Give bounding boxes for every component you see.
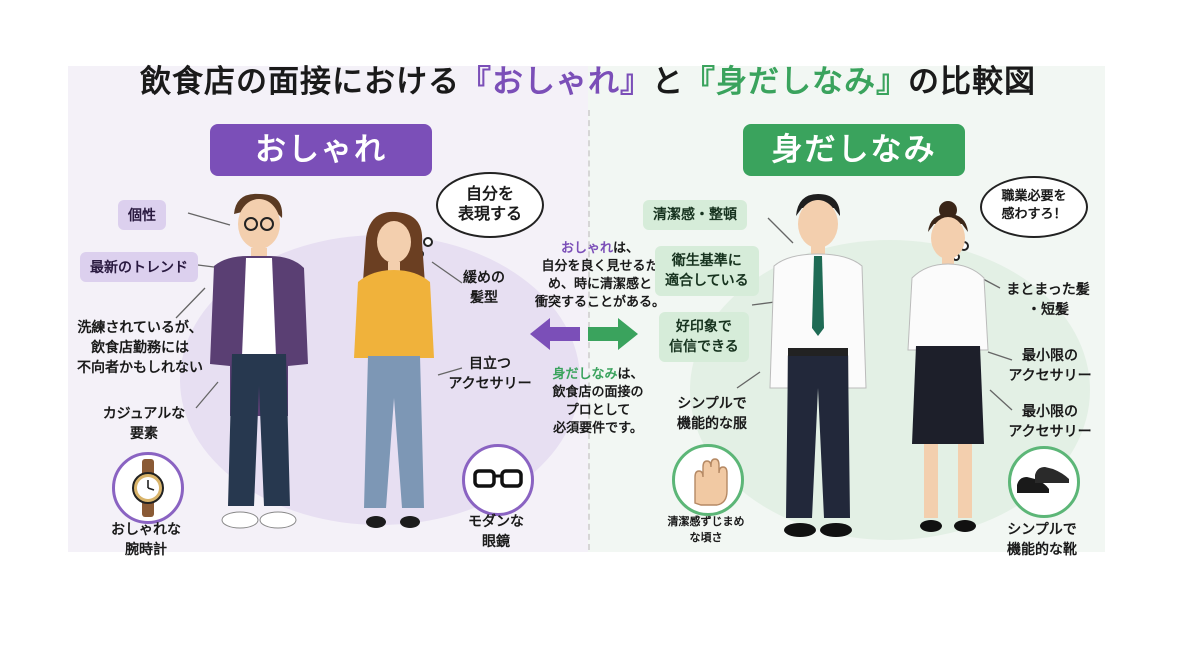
tag-hygiene: 衛生基準に 適合している xyxy=(655,246,759,296)
wrist-watch-icon xyxy=(112,452,184,524)
groomed-man-figure xyxy=(769,194,867,537)
hair-line-2: 髪型 xyxy=(470,290,498,306)
acc2-line-2: アクセサリー xyxy=(1008,424,1092,440)
glasses-line-1: モダンな xyxy=(468,514,524,530)
midashinami-expl-lead: 身だしなみ xyxy=(552,367,618,382)
impression-line-1: 好印象で xyxy=(675,319,732,335)
acc2-line-1: 最小限の xyxy=(1022,404,1078,420)
page-title: 飲食店の面接における『おしゃれ』と『身だしなみ』の比較図 xyxy=(140,64,1036,100)
midashinami-expl-line-3: プロとして xyxy=(565,403,631,418)
shoes-line-1: シンプルで xyxy=(1007,522,1077,538)
professional-bubble: 職業必要を 感わすろ！ xyxy=(980,176,1088,238)
stylish-woman-figure xyxy=(354,211,434,528)
neat-hair-note: まとまった髪 ・短髪 xyxy=(996,280,1100,320)
nails-label: 清潔感ずじまめ な頃さ xyxy=(652,514,760,546)
nails-line-2: な頃さ xyxy=(689,531,723,544)
glasses-line-2: 眼鏡 xyxy=(482,534,510,550)
glasses-icon xyxy=(462,444,534,516)
oshare-expl-line-1: おしゃれは、 xyxy=(560,241,640,256)
neat-hair-line-2: ・短髪 xyxy=(1027,302,1069,318)
oshare-expl-lead: おしゃれ xyxy=(560,241,613,256)
oshare-explanation: おしゃれは、 自分を良く見せるた め、時に清潔感と 衝突することがある。 xyxy=(522,240,678,312)
casual-note: カジュアルな 要素 xyxy=(94,404,194,444)
bubble-line-2: 表現する xyxy=(457,204,522,223)
midashinami-expl-line-2: 飲食店の面接の xyxy=(552,385,644,400)
bubble-line-1: 自分を xyxy=(465,184,514,203)
shoes-line-2: 機能的な靴 xyxy=(1007,542,1077,558)
watch-label: おしゃれな 腕時計 xyxy=(96,520,196,560)
tag-cleanliness: 清潔感・整頓 xyxy=(643,200,747,230)
caution-note: 洗練されているが、 飲食店勤務には 不向者かもしれない xyxy=(66,318,214,378)
left-arrow-icon xyxy=(530,318,580,350)
accessory-note: 目立つ アクセサリー xyxy=(440,354,540,394)
clothes-note: シンプルで 機能的な服 xyxy=(662,394,762,434)
midashinami-header: 身だしなみ xyxy=(743,124,965,176)
self-expression-bubble: 自分を 表現する xyxy=(436,172,544,238)
accessory-line-2: アクセサリー xyxy=(448,376,532,392)
midashinami-expl-line-4: 必須要件です。 xyxy=(553,421,643,436)
tag-individuality: 個性 xyxy=(118,200,166,230)
comparison-arrows xyxy=(530,318,638,350)
minimal-accessory-note-1: 最小限の アクセサリー xyxy=(998,346,1102,386)
hand-icon xyxy=(672,444,744,516)
watch-line-2: 腕時計 xyxy=(125,542,167,558)
impression-line-2: 信信できる xyxy=(669,339,739,355)
caution-line-2: 飲食店勤務には xyxy=(91,340,189,356)
acc1-line-1: 最小限の xyxy=(1022,348,1078,364)
oshare-expl-line-3: め、時に清潔感と xyxy=(547,277,652,292)
minimal-accessory-note-2: 最小限の アクセサリー xyxy=(998,402,1102,442)
casual-line-1: カジュアルな xyxy=(102,406,186,422)
hygiene-line-1: 衛生基準に xyxy=(671,253,742,269)
tag-impression: 好印象で 信信できる xyxy=(659,312,749,362)
midashinami-explanation: 身だしなみは、 飲食店の面接の プロとして 必須要件です。 xyxy=(528,366,668,438)
oshare-header: おしゃれ xyxy=(210,124,432,176)
watch-line-1: おしゃれな xyxy=(111,522,181,538)
caution-line-3: 不向者かもしれない xyxy=(77,360,203,376)
right-arrow-icon xyxy=(588,318,638,350)
neat-hair-line-1: まとまった髪 xyxy=(1006,282,1090,298)
casual-line-2: 要素 xyxy=(130,426,158,442)
caution-line-1: 洗練されているが、 xyxy=(77,320,203,336)
hygiene-line-2: 適合している xyxy=(665,273,749,289)
shoes-label: シンプルで 機能的な靴 xyxy=(990,520,1094,560)
pro-bubble-line-2: 感わすろ！ xyxy=(1001,207,1067,222)
acc1-line-2: アクセサリー xyxy=(1008,368,1092,384)
groomed-woman-figure xyxy=(907,201,989,532)
oshare-expl-line-4: 衝突することがある。 xyxy=(534,295,665,310)
hair-note: 緩めの 髪型 xyxy=(446,268,522,308)
pro-bubble-line-1: 職業必要を xyxy=(1001,189,1067,204)
oshare-expl-line-2: 自分を良く見せるた xyxy=(541,259,659,274)
hair-line-1: 緩めの xyxy=(463,270,505,286)
tag-latest-trend: 最新のトレンド xyxy=(80,252,198,282)
glasses-label: モダンな 眼鏡 xyxy=(448,512,544,552)
clothes-line-2: 機能的な服 xyxy=(677,416,747,432)
midashinami-expl-line-1: 身だしなみは、 xyxy=(552,367,644,382)
cleanliness-line-1: 清潔感・整頓 xyxy=(653,207,737,223)
accessory-line-1: 目立つ xyxy=(469,356,511,372)
dress-shoes-icon xyxy=(1008,446,1080,518)
stylish-man-figure xyxy=(210,193,308,529)
clothes-line-1: シンプルで xyxy=(677,396,747,412)
nails-line-1: 清潔感ずじまめ xyxy=(667,515,745,528)
